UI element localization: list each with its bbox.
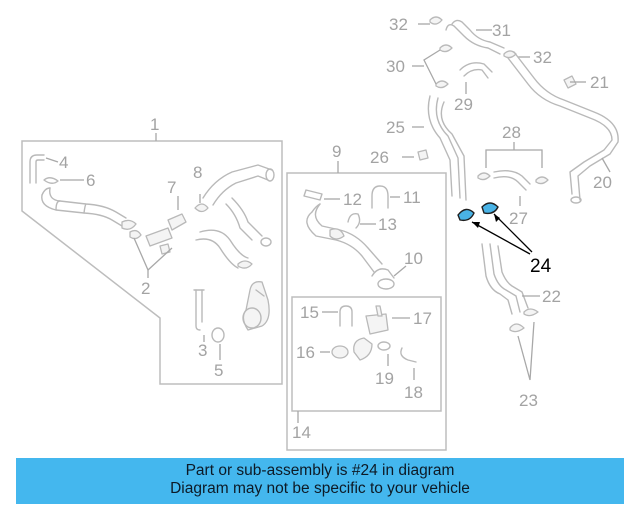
group-box-9 bbox=[286, 172, 447, 451]
callout-labels: 1 2 3 4 5 6 7 8 9 10 11 12 13 14 15 16 1… bbox=[59, 15, 612, 442]
highlighted-part-24[interactable] bbox=[457, 202, 533, 255]
callout-20: 20 bbox=[593, 173, 612, 192]
callout-21: 21 bbox=[590, 73, 609, 92]
callout-13: 13 bbox=[378, 215, 397, 234]
callout-32-top: 32 bbox=[389, 15, 408, 34]
callout-3: 3 bbox=[198, 341, 207, 360]
group-box-14 bbox=[291, 296, 442, 412]
callout-11: 11 bbox=[403, 188, 421, 207]
callout-2: 2 bbox=[141, 279, 150, 298]
callout-14: 14 bbox=[292, 423, 311, 442]
callout-16: 16 bbox=[296, 343, 315, 362]
callout-15: 15 bbox=[300, 303, 319, 322]
callout-32-right: 32 bbox=[533, 48, 552, 67]
callout-6: 6 bbox=[86, 171, 95, 190]
callout-26: 26 bbox=[370, 148, 389, 167]
callout-7: 7 bbox=[167, 178, 176, 197]
hose-group-9 bbox=[303, 185, 407, 290]
callout-18: 18 bbox=[404, 383, 423, 402]
callout-28: 28 bbox=[502, 123, 521, 142]
callout-22: 22 bbox=[542, 287, 561, 306]
callout-17: 17 bbox=[413, 309, 432, 328]
right-side-hoses bbox=[402, 16, 619, 381]
callout-4: 4 bbox=[59, 153, 68, 172]
callout-24: 24 bbox=[530, 256, 552, 277]
part-24-clamp-left[interactable] bbox=[457, 208, 475, 222]
callout-29: 29 bbox=[454, 95, 473, 114]
callout-30: 30 bbox=[386, 57, 405, 76]
callout-23: 23 bbox=[519, 391, 538, 410]
info-banner: Part or sub-assembly is #24 in diagram D… bbox=[16, 458, 624, 504]
hose-group-14 bbox=[320, 305, 417, 380]
part-24-clamp-right[interactable] bbox=[481, 202, 499, 215]
callout-19: 19 bbox=[375, 369, 394, 388]
coolant-hose-assembly-group-1 bbox=[29, 154, 275, 360]
callout-9: 9 bbox=[332, 142, 341, 161]
callout-25: 25 bbox=[386, 118, 405, 137]
banner-line-disclaimer: Diagram may not be specific to your vehi… bbox=[170, 480, 470, 497]
callout-31: 31 bbox=[492, 21, 511, 40]
callout-1: 1 bbox=[150, 115, 159, 134]
callout-10: 10 bbox=[404, 249, 423, 268]
callout-27: 27 bbox=[509, 209, 528, 228]
group-box-1 bbox=[21, 140, 283, 385]
callout-5: 5 bbox=[214, 361, 223, 380]
callout-8: 8 bbox=[193, 163, 202, 182]
banner-line-part-number: Part or sub-assembly is #24 in diagram bbox=[185, 462, 455, 479]
callout-12: 12 bbox=[343, 190, 362, 209]
